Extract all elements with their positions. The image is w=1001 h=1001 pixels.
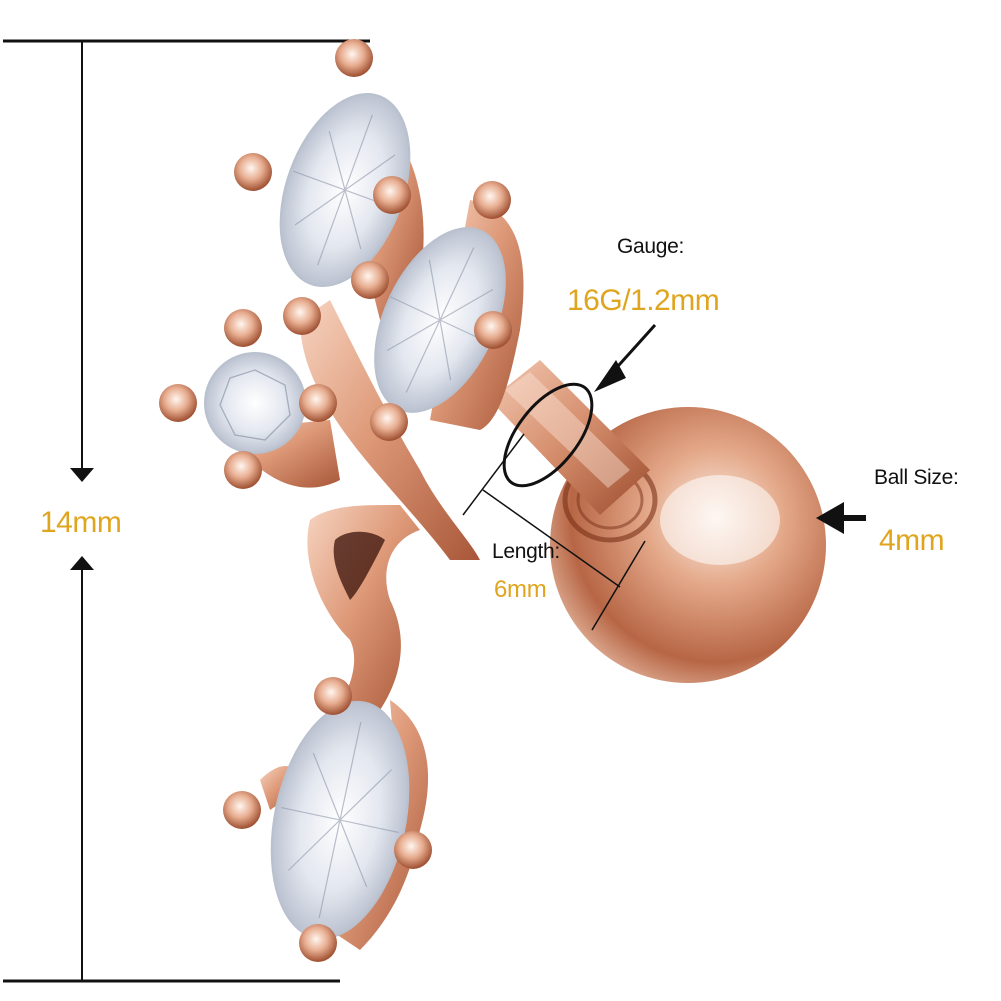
length-value: 6mm (494, 576, 547, 603)
gauge-value: 16G/1.2mm (567, 284, 720, 317)
prongs (159, 39, 512, 962)
ball-size-indicator (816, 502, 866, 534)
barbell-post (490, 360, 650, 515)
length-label: Length: (492, 540, 560, 563)
arrow-left-icon (816, 502, 844, 534)
ball-size-label: Ball Size: (874, 466, 959, 489)
length-indicator (462, 433, 646, 631)
arrow-up-icon (70, 556, 94, 570)
round-crystal (204, 352, 306, 454)
ball-size-value: 4mm (879, 524, 945, 557)
height-dimension (3, 39, 370, 983)
height-value: 14mm (40, 506, 122, 539)
arrow-icon (594, 360, 626, 392)
gauge-indicator (502, 323, 657, 488)
arrow-down-icon (70, 468, 94, 482)
gauge-label: Gauge: (617, 235, 685, 258)
